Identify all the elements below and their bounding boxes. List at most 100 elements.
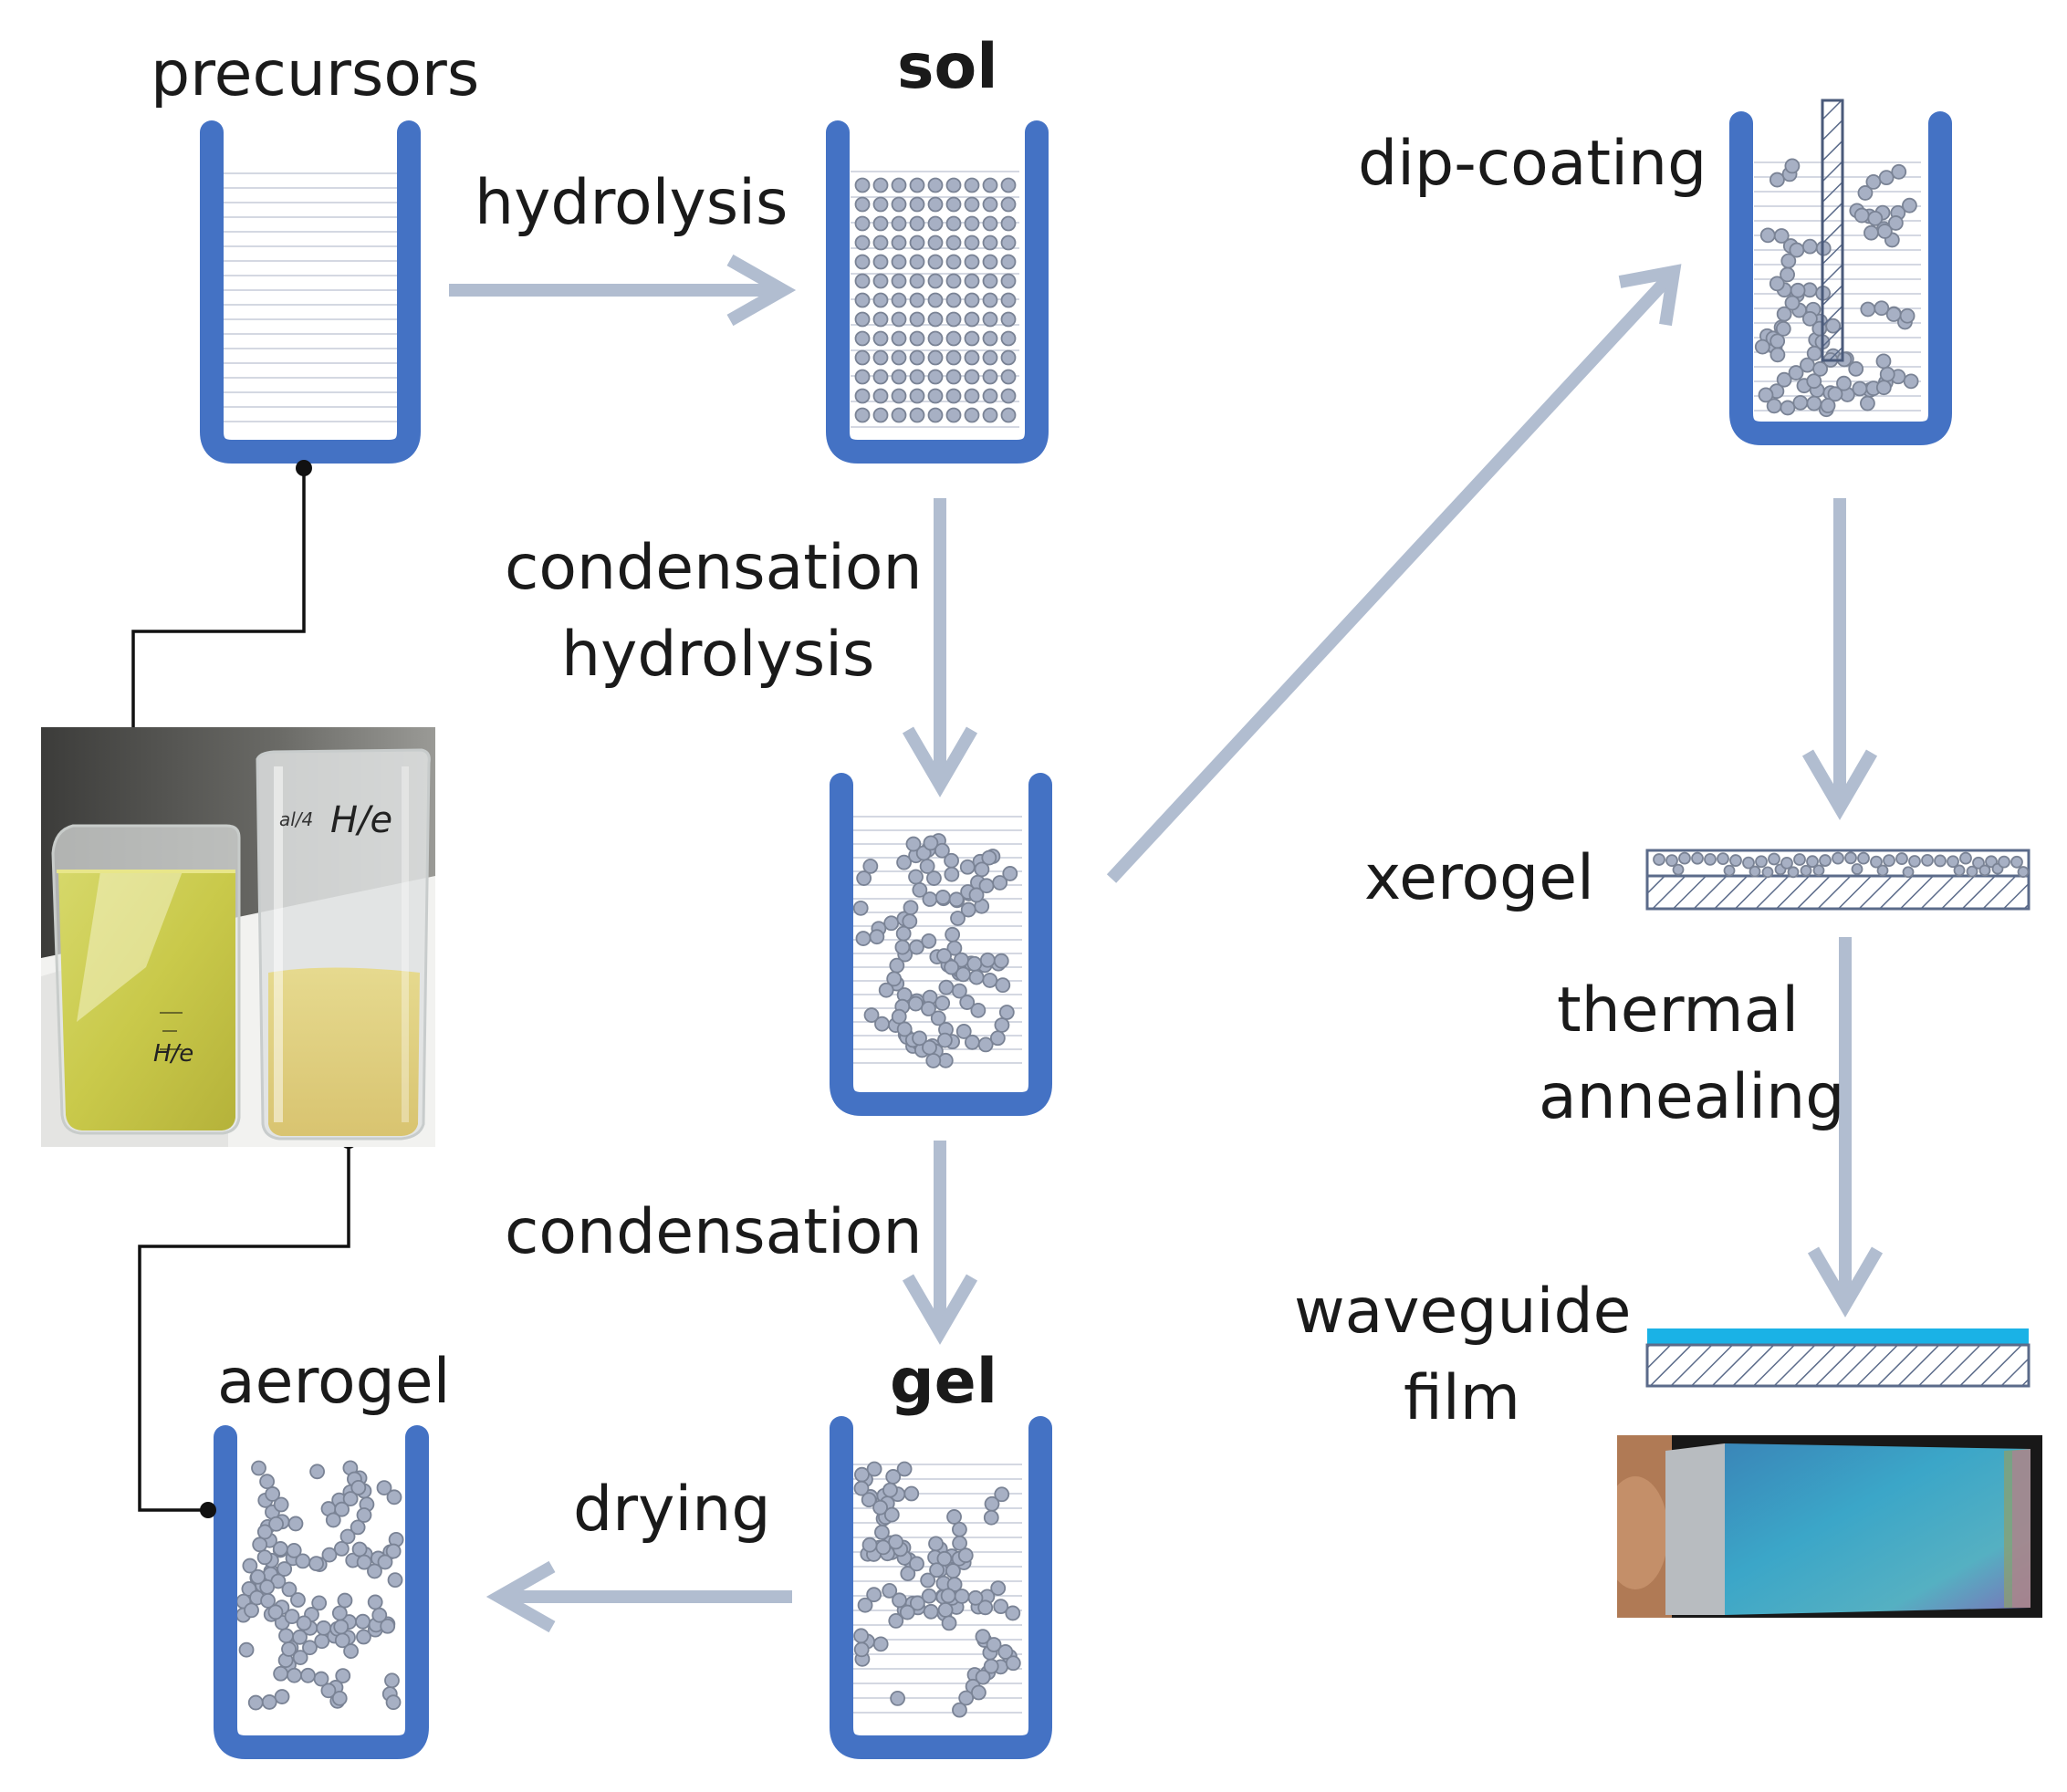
particle [954, 1589, 970, 1604]
particle [982, 388, 998, 404]
particle [1902, 866, 1915, 879]
particle [1691, 851, 1704, 865]
particle [938, 979, 955, 995]
particle [982, 215, 998, 232]
particle [925, 1053, 942, 1068]
thermal-annealing-arrow [1807, 937, 1884, 1318]
particle [978, 878, 995, 894]
particle [891, 407, 907, 423]
particle [968, 887, 985, 903]
particle [946, 940, 963, 956]
particle [909, 215, 925, 232]
particle [1883, 854, 1895, 867]
particle [1672, 863, 1685, 876]
particle [872, 330, 889, 347]
particle [955, 966, 971, 983]
hydrolysis-label-2: hydrolysis [561, 619, 874, 691]
condensation-arrow [902, 1141, 978, 1345]
particle [957, 1547, 974, 1564]
particle [1000, 349, 1017, 366]
particle [995, 977, 1011, 994]
particle [975, 1629, 991, 1645]
connector-dot [296, 460, 312, 476]
particle [337, 1592, 353, 1609]
particle [244, 1602, 259, 1619]
particle [387, 1572, 403, 1589]
particle [964, 196, 980, 213]
particle [982, 234, 998, 251]
particle [982, 177, 998, 193]
sol-label: sol [897, 31, 998, 103]
particle [854, 177, 871, 193]
particle [945, 273, 962, 289]
particle [971, 1684, 987, 1701]
particle [1000, 369, 1017, 385]
particle [891, 196, 907, 213]
particle [2017, 866, 2030, 878]
particle [891, 273, 907, 289]
particle [952, 1535, 967, 1551]
particle [854, 388, 871, 404]
particle [854, 369, 871, 385]
particle [874, 1524, 890, 1540]
particle [333, 1619, 350, 1635]
particle [927, 369, 944, 385]
particle [894, 939, 911, 955]
particle [889, 957, 905, 974]
particle [1769, 333, 1786, 349]
particle [355, 1613, 371, 1630]
particle [1878, 170, 1895, 186]
particle [1879, 366, 1895, 382]
particle [311, 1595, 328, 1611]
hydrolysis-label: hydrolysis [475, 167, 788, 239]
particle [944, 866, 960, 882]
particle [1769, 172, 1785, 188]
particle [274, 1689, 290, 1704]
particle [990, 1580, 1007, 1597]
particle [891, 234, 907, 251]
particle [964, 407, 980, 423]
particle [927, 215, 944, 232]
aerogel-photo-connector [138, 1141, 350, 1512]
particle [982, 311, 998, 328]
particle [854, 330, 871, 347]
particle [992, 875, 1008, 891]
particle [951, 983, 967, 999]
particle [922, 891, 938, 907]
particle [903, 900, 919, 916]
particle [1717, 852, 1729, 866]
particle [1978, 864, 1991, 877]
particle [891, 215, 907, 232]
particle [872, 369, 889, 385]
particle [1876, 864, 1889, 877]
particle [903, 1485, 920, 1502]
particle [930, 1010, 946, 1026]
particle [866, 1461, 882, 1477]
particle [1000, 292, 1017, 308]
particle [384, 1672, 400, 1689]
particle [886, 971, 903, 987]
particle [1902, 197, 1917, 214]
particle [272, 1541, 288, 1557]
particle [320, 1683, 337, 1699]
particle [945, 177, 962, 193]
particle [300, 1667, 316, 1683]
particle [945, 926, 961, 943]
particle [247, 1694, 264, 1711]
photo-label-back: H/e [330, 799, 392, 841]
particle [875, 1539, 892, 1556]
particle [888, 1613, 904, 1629]
particle [1784, 295, 1801, 311]
particle [983, 1509, 999, 1526]
particle [853, 1480, 870, 1496]
particle [927, 196, 944, 213]
particle [1966, 865, 1978, 878]
particle [927, 330, 944, 347]
thermal-label: thermal [1557, 974, 1799, 1047]
particle [854, 254, 871, 270]
particle [945, 349, 962, 366]
waveguide-film [1645, 1328, 2030, 1388]
particle [854, 273, 871, 289]
particle [950, 911, 966, 926]
particle [371, 1607, 388, 1623]
